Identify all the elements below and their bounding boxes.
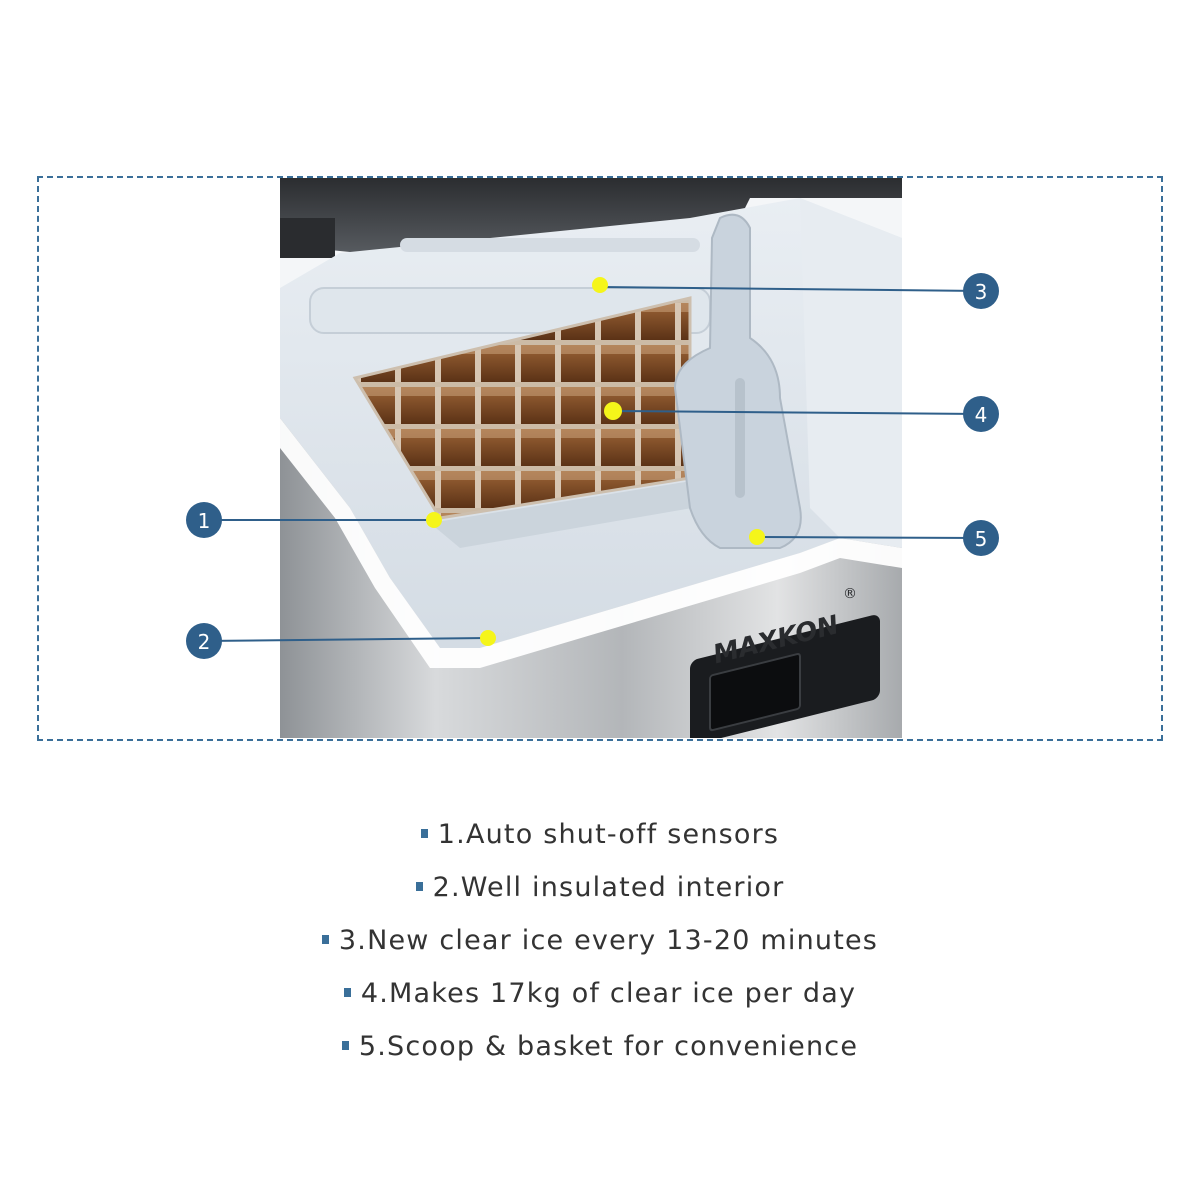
feature-item: 4.Makes 17kg of clear ice per day (0, 967, 1200, 1020)
bullet-icon (321, 935, 329, 944)
bullet-icon (420, 829, 428, 838)
feature-text: 4.Makes 17kg of clear ice per day (360, 978, 857, 1009)
feature-text: 5.Scoop & basket for convenience (358, 1031, 859, 1062)
feature-list: 1.Auto shut-off sensors 2.Well insulated… (0, 808, 1200, 1073)
feature-item: 1.Auto shut-off sensors (0, 808, 1200, 861)
feature-text: 3.New clear ice every 13-20 minutes (338, 925, 879, 956)
feature-text: 2.Well insulated interior (432, 872, 785, 903)
bullet-icon (341, 1041, 349, 1050)
feature-item: 3.New clear ice every 13-20 minutes (0, 914, 1200, 967)
registered-mark: ® (843, 586, 857, 602)
bullet-icon (415, 882, 423, 891)
feature-item: 5.Scoop & basket for convenience (0, 1020, 1200, 1073)
ice-maker-photo: MAXKON ® (280, 178, 902, 738)
feature-text: 1.Auto shut-off sensors (437, 819, 780, 850)
bullet-icon (343, 988, 351, 997)
image-frame (37, 176, 1163, 741)
feature-item: 2.Well insulated interior (0, 861, 1200, 914)
